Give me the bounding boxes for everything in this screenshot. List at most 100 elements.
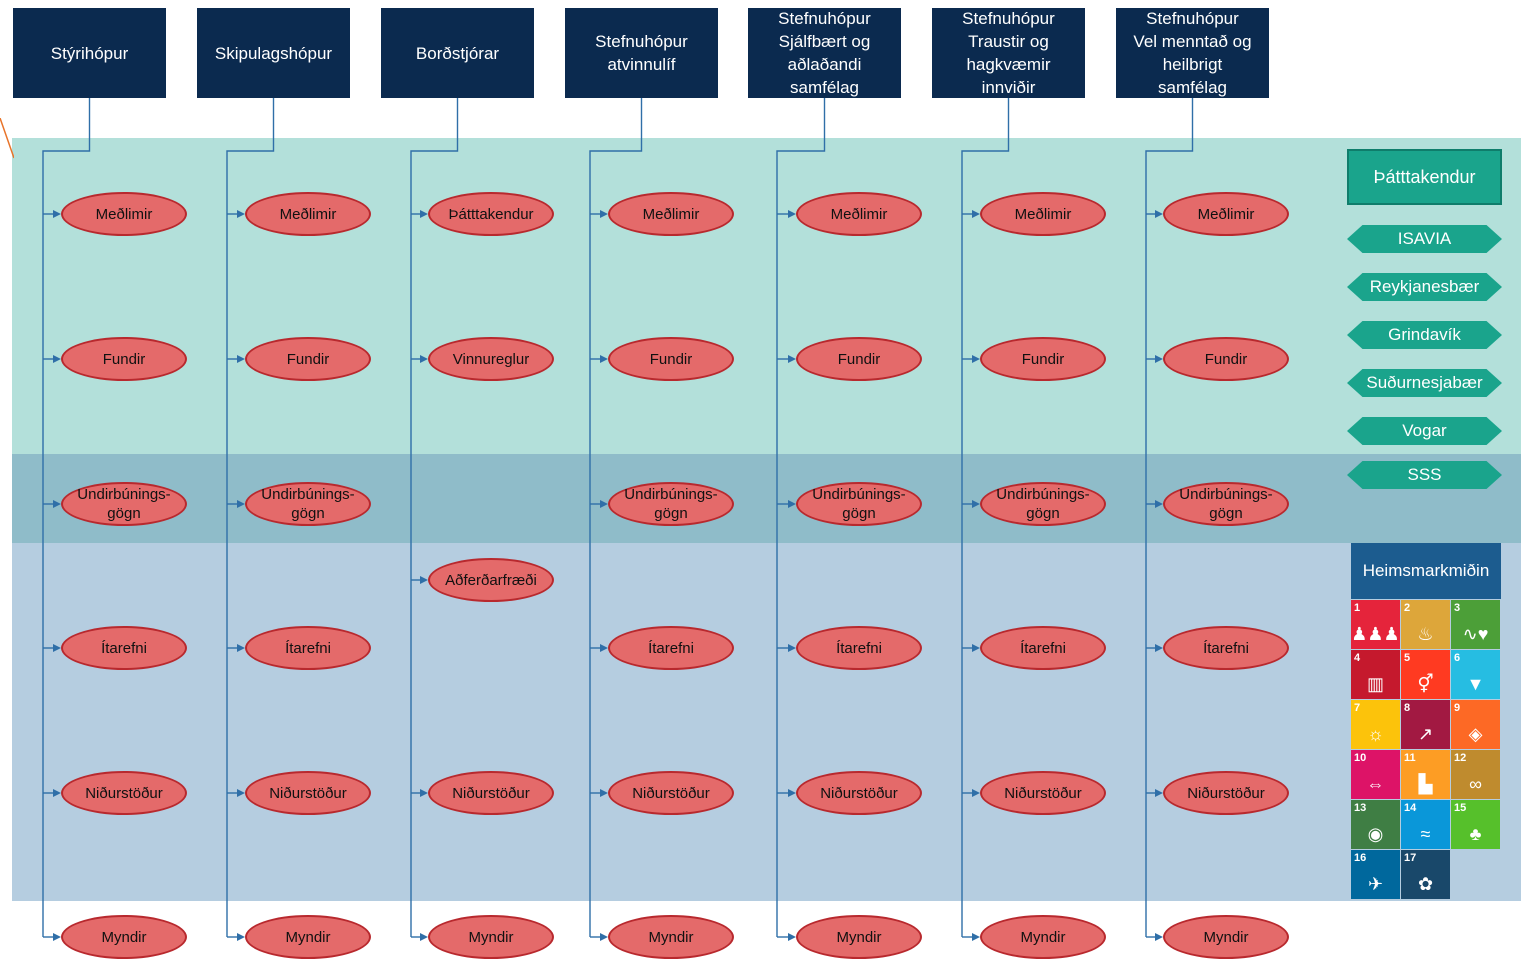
sdg-goal-5[interactable]: 5⚥ bbox=[1401, 650, 1450, 699]
sun-icon: ☼ bbox=[1367, 724, 1384, 744]
arrowhead bbox=[1155, 933, 1163, 941]
node-undirbúnings-gögn[interactable]: Undirbúnings- gögn bbox=[61, 482, 187, 526]
sdg-goal-9[interactable]: 9◈ bbox=[1451, 700, 1500, 749]
sdg-goal-12[interactable]: 12∞ bbox=[1451, 750, 1500, 799]
sdg-goal-number: 4 bbox=[1354, 652, 1361, 664]
sdg-goal-1[interactable]: 1 ♟♟♟ bbox=[1351, 600, 1400, 649]
node-myndir[interactable]: Myndir bbox=[980, 915, 1106, 959]
node-meðlimir[interactable]: Meðlimir bbox=[796, 192, 922, 236]
node-myndir[interactable]: Myndir bbox=[796, 915, 922, 959]
sdg-goal-16[interactable]: 16✈ bbox=[1351, 850, 1400, 899]
sdg-goal-3[interactable]: 3∿♥ bbox=[1451, 600, 1500, 649]
sdg-goal-number: 10 bbox=[1354, 752, 1367, 764]
node-myndir[interactable]: Myndir bbox=[245, 915, 371, 959]
node-niðurstöður[interactable]: Niðurstöður bbox=[245, 771, 371, 815]
node-aðferðarfræði[interactable]: Aðferðarfræði bbox=[428, 558, 554, 602]
participant-tag-reykjanesbær[interactable]: Reykjanesbær bbox=[1347, 273, 1502, 301]
node-ítarefni[interactable]: Ítarefni bbox=[1163, 626, 1289, 670]
header-box-6[interactable]: Stefnuhópur Traustir og hagkvæmir innvið… bbox=[932, 8, 1085, 98]
sdg-goal-number: 15 bbox=[1454, 802, 1467, 814]
sdg-goal-6[interactable]: 6▼ bbox=[1451, 650, 1500, 699]
node-myndir[interactable]: Myndir bbox=[608, 915, 734, 959]
sdg-goal-15[interactable]: 15♣ bbox=[1451, 800, 1500, 849]
equality-icon: ⇔ bbox=[1366, 774, 1385, 794]
node-fundir[interactable]: Fundir bbox=[245, 337, 371, 381]
node-ítarefni[interactable]: Ítarefni bbox=[796, 626, 922, 670]
node-niðurstöður[interactable]: Niðurstöður bbox=[61, 771, 187, 815]
node-fundir[interactable]: Fundir bbox=[980, 337, 1106, 381]
sdg-goal-14[interactable]: 14≈ bbox=[1401, 800, 1450, 849]
node-meðlimir[interactable]: Meðlimir bbox=[980, 192, 1106, 236]
node-meðlimir[interactable]: Meðlimir bbox=[245, 192, 371, 236]
sdg-goal-7[interactable]: 7☼ bbox=[1351, 700, 1400, 749]
fish-icon: ≈ bbox=[1420, 824, 1431, 844]
sdg-goal-17[interactable]: 17✿ bbox=[1401, 850, 1450, 899]
sdg-goal-number: 13 bbox=[1354, 802, 1367, 814]
header-box-1[interactable]: Stýrihópur bbox=[13, 8, 166, 98]
node-myndir[interactable]: Myndir bbox=[428, 915, 554, 959]
sdg-goal-2[interactable]: 2♨ bbox=[1401, 600, 1450, 649]
node-niðurstöður[interactable]: Niðurstöður bbox=[428, 771, 554, 815]
node-fundir[interactable]: Fundir bbox=[61, 337, 187, 381]
arrowhead bbox=[600, 933, 608, 941]
city-icon: ▙ bbox=[1418, 774, 1433, 794]
sdg-goal-number: 17 bbox=[1404, 852, 1417, 864]
sdg-goal-10[interactable]: 10 ⇔ bbox=[1351, 750, 1400, 799]
node-ítarefni[interactable]: Ítarefni bbox=[980, 626, 1106, 670]
participant-tag-vogar[interactable]: Vogar bbox=[1347, 417, 1502, 445]
node-meðlimir[interactable]: Meðlimir bbox=[608, 192, 734, 236]
sdg-goal-number: 1 bbox=[1354, 602, 1361, 614]
header-box-4[interactable]: Stefnuhópur atvinnulíf bbox=[565, 8, 718, 98]
node-niðurstöður[interactable]: Niðurstöður bbox=[980, 771, 1106, 815]
corner-accent bbox=[0, 118, 14, 159]
node-undirbúnings-gögn[interactable]: Undirbúnings- gögn bbox=[245, 482, 371, 526]
node-þátttakendur[interactable]: Þátttakendur bbox=[428, 192, 554, 236]
node-fundir[interactable]: Fundir bbox=[1163, 337, 1289, 381]
sdg-goal-4[interactable]: 4▥ bbox=[1351, 650, 1400, 699]
node-ítarefni[interactable]: Ítarefni bbox=[61, 626, 187, 670]
node-niðurstöður[interactable]: Niðurstöður bbox=[1163, 771, 1289, 815]
sdg-goal-number: 16 bbox=[1354, 852, 1367, 864]
sdg-goal-number: 2 bbox=[1404, 602, 1411, 614]
participant-tag-suðurnesjabær[interactable]: Suðurnesjabær bbox=[1347, 369, 1502, 397]
node-niðurstöður[interactable]: Niðurstöður bbox=[608, 771, 734, 815]
sdg-goal-number: 8 bbox=[1404, 702, 1411, 714]
node-vinnureglur[interactable]: Vinnureglur bbox=[428, 337, 554, 381]
node-undirbúnings-gögn[interactable]: Undirbúnings- gögn bbox=[796, 482, 922, 526]
node-ítarefni[interactable]: Ítarefni bbox=[245, 626, 371, 670]
node-fundir[interactable]: Fundir bbox=[608, 337, 734, 381]
participant-tag-isavia[interactable]: ISAVIA bbox=[1347, 225, 1502, 253]
gender-icon: ⚥ bbox=[1417, 674, 1434, 694]
header-box-2[interactable]: Skipulagshópur bbox=[197, 8, 350, 98]
header-box-3[interactable]: Borðstjórar bbox=[381, 8, 534, 98]
node-undirbúnings-gögn[interactable]: Undirbúnings- gögn bbox=[608, 482, 734, 526]
sdg-goal-13[interactable]: 13◉ bbox=[1351, 800, 1400, 849]
node-myndir[interactable]: Myndir bbox=[61, 915, 187, 959]
family-icon: ♟♟♟ bbox=[1351, 624, 1400, 644]
node-undirbúnings-gögn[interactable]: Undirbúnings- gögn bbox=[1163, 482, 1289, 526]
participant-tag-grindavík[interactable]: Grindavík bbox=[1347, 321, 1502, 349]
node-ítarefni[interactable]: Ítarefni bbox=[608, 626, 734, 670]
sdg-goal-number: 14 bbox=[1404, 802, 1417, 814]
growth-icon: ↗ bbox=[1417, 724, 1434, 744]
arrowhead bbox=[53, 933, 61, 941]
node-undirbúnings-gögn[interactable]: Undirbúnings- gögn bbox=[980, 482, 1106, 526]
band-participants bbox=[12, 138, 1521, 454]
water-icon: ▼ bbox=[1466, 674, 1485, 694]
sdg-goal-11[interactable]: 11▙ bbox=[1401, 750, 1450, 799]
node-fundir[interactable]: Fundir bbox=[796, 337, 922, 381]
band-results bbox=[12, 543, 1521, 901]
header-box-7[interactable]: Stefnuhópur Vel menntað og heilbrigt sam… bbox=[1116, 8, 1269, 98]
arrowhead bbox=[788, 933, 796, 941]
node-myndir[interactable]: Myndir bbox=[1163, 915, 1289, 959]
sdg-goal-8[interactable]: 8↗ bbox=[1401, 700, 1450, 749]
sdg-goal-number: 7 bbox=[1354, 702, 1361, 714]
sdg-goal-number: 3 bbox=[1454, 602, 1461, 614]
participant-tag-sss[interactable]: SSS bbox=[1347, 461, 1502, 489]
node-meðlimir[interactable]: Meðlimir bbox=[1163, 192, 1289, 236]
eye-globe-icon: ◉ bbox=[1367, 824, 1384, 844]
node-niðurstöður[interactable]: Niðurstöður bbox=[796, 771, 922, 815]
node-meðlimir[interactable]: Meðlimir bbox=[61, 192, 187, 236]
dove-icon: ✈ bbox=[1367, 874, 1384, 894]
header-box-5[interactable]: Stefnuhópur Sjálfbært og aðlaðandi samfé… bbox=[748, 8, 901, 98]
